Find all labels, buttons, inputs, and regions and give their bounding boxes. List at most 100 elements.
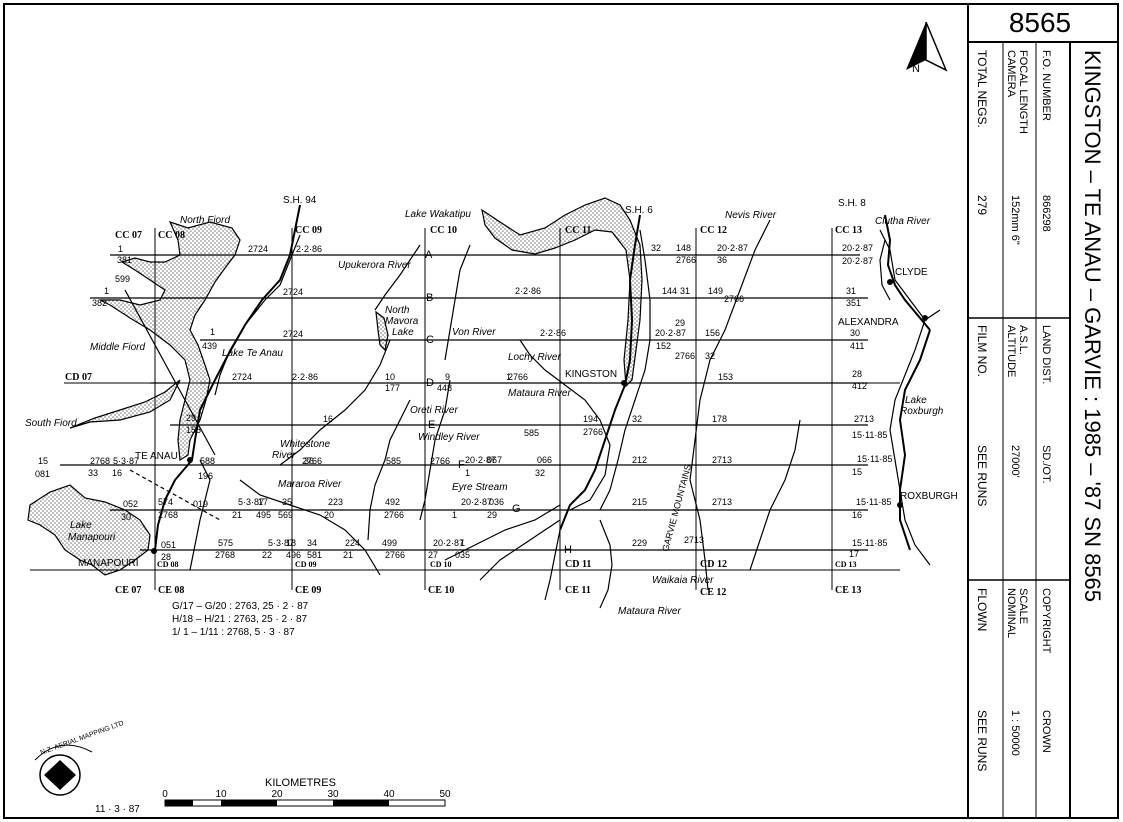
svg-text:S.H. 94: S.H. 94: [283, 195, 317, 206]
run-label: 575: [218, 538, 233, 548]
svg-text:CC 11: CC 11: [565, 225, 591, 236]
run-label: 10: [385, 372, 395, 382]
run-label: 32: [705, 351, 715, 361]
run-label: 585: [386, 456, 401, 466]
svg-text:CC 10: CC 10: [430, 225, 457, 236]
total-negs-label: TOTAL NEGS.: [975, 50, 989, 128]
svg-text:North: North: [385, 305, 410, 316]
run-label: 081: [35, 469, 50, 479]
nz-aerial-mapping-logo: N.Z. AERIAL MAPPING LTD: [34, 720, 125, 796]
run-label: 5·3·87: [113, 456, 139, 466]
run-label: 599: [115, 274, 130, 284]
run-label: 2·2·86: [292, 372, 318, 382]
svg-text:A: A: [425, 249, 433, 261]
run-label: 051: [161, 540, 176, 550]
svg-text:South Fiord: South Fiord: [25, 418, 77, 429]
svg-text:CE 10: CE 10: [428, 585, 454, 596]
run-label: 1: [452, 510, 457, 520]
run-label: 194: [583, 414, 598, 424]
run-label: 18: [286, 538, 296, 548]
run-label: 439: [202, 341, 217, 351]
run-label: 28: [852, 369, 862, 379]
svg-text:Lake: Lake: [905, 395, 927, 406]
altitude-label: ALTITUDE: [1005, 325, 1017, 377]
svg-text:Whitestone: Whitestone: [280, 439, 330, 450]
run-label: 20·2·87: [461, 497, 492, 507]
run-label: 1: [104, 286, 109, 296]
run-label: 30: [121, 512, 131, 522]
svg-text:Mararoa River: Mararoa River: [278, 479, 342, 490]
run-label: 2766: [385, 550, 405, 560]
run-label: 2713: [854, 414, 874, 424]
svg-text:CD 08: CD 08: [157, 560, 179, 569]
run-label: 30: [850, 328, 860, 338]
run-label: 2724: [248, 244, 268, 254]
scale-tick-label: 0: [162, 789, 168, 800]
scale-tick-label: 10: [215, 789, 227, 800]
run-label: 2766: [583, 427, 603, 437]
flown-value: SEE RUNS: [975, 710, 989, 771]
fo-value: 866298: [1040, 195, 1052, 232]
scale-tick-label: 50: [439, 789, 451, 800]
run-label: 581: [307, 550, 322, 560]
film-value: SEE RUNS: [975, 445, 989, 506]
svg-text:Manapouri: Manapouri: [68, 532, 116, 543]
run-label: 16: [323, 414, 333, 424]
svg-text:CD 13: CD 13: [835, 560, 857, 569]
svg-text:Upukerora River: Upukerora River: [338, 260, 411, 271]
sheet-number: 8565: [1009, 7, 1071, 38]
run-label: 496: [286, 550, 301, 560]
svg-text:CLYDE: CLYDE: [895, 267, 928, 278]
svg-text:CE 13: CE 13: [835, 585, 861, 596]
run-label: 28: [161, 552, 171, 562]
svg-text:C: C: [426, 334, 434, 346]
run-label: 2768: [90, 456, 110, 466]
svg-text:Lake Wakatipu: Lake Wakatipu: [405, 209, 471, 220]
run-label: 2·2·86: [515, 286, 541, 296]
flight-date: 11 · 3 · 87: [95, 804, 140, 815]
asl-label: A.S.L.: [1017, 325, 1029, 355]
svg-text:CC 13: CC 13: [835, 225, 862, 236]
run-label: 17: [258, 497, 268, 507]
camera-value: 152mm 6": [1009, 195, 1021, 245]
run-label: 21: [232, 510, 242, 520]
svg-text:Mataura River: Mataura River: [618, 606, 681, 617]
run-label: 2724: [232, 372, 252, 382]
run-label: 1: [460, 538, 465, 548]
run-label: 223: [328, 497, 343, 507]
svg-text:Lake: Lake: [392, 327, 414, 338]
svg-text:CC 08: CC 08: [158, 230, 185, 241]
run-label: 585: [524, 428, 539, 438]
run-label: 32: [651, 243, 661, 253]
svg-text:KILOMETRES: KILOMETRES: [265, 777, 336, 789]
film-label: FILM NO.: [975, 325, 989, 377]
run-label: 15: [38, 456, 48, 466]
run-label: 499: [382, 538, 397, 548]
run-label: 20·2·87: [465, 455, 496, 465]
run-label: 17: [849, 549, 859, 559]
svg-text:Lochy River: Lochy River: [508, 352, 561, 363]
run-label: 153: [718, 372, 733, 382]
run-label: 20: [324, 510, 334, 520]
run-label: 15·11·85: [857, 454, 892, 464]
run-label: 5·3·87: [238, 497, 264, 507]
scale-tick-label: 40: [383, 789, 395, 800]
run-label: 2766: [676, 255, 696, 265]
svg-text:CE 12: CE 12: [700, 587, 726, 598]
svg-text:CD 10: CD 10: [430, 560, 452, 569]
run-label: 411: [850, 341, 864, 351]
svg-text:Mavora: Mavora: [385, 316, 419, 327]
scale-value: 1 : 50000: [1009, 710, 1021, 756]
run-label: 31: [680, 286, 690, 296]
land-label: LAND DIST.: [1040, 325, 1052, 384]
run-label: 2766: [675, 351, 695, 361]
north-arrow-icon: N: [906, 21, 948, 75]
run-label: 158: [186, 425, 201, 435]
svg-text:CC 12: CC 12: [700, 225, 727, 236]
svg-text:MANAPOURI: MANAPOURI: [78, 558, 139, 569]
svg-text:CD 09: CD 09: [295, 560, 317, 569]
run-label: 152: [656, 341, 671, 351]
run-label: 2766: [302, 456, 322, 466]
svg-text:S.H. 6: S.H. 6: [625, 205, 653, 216]
